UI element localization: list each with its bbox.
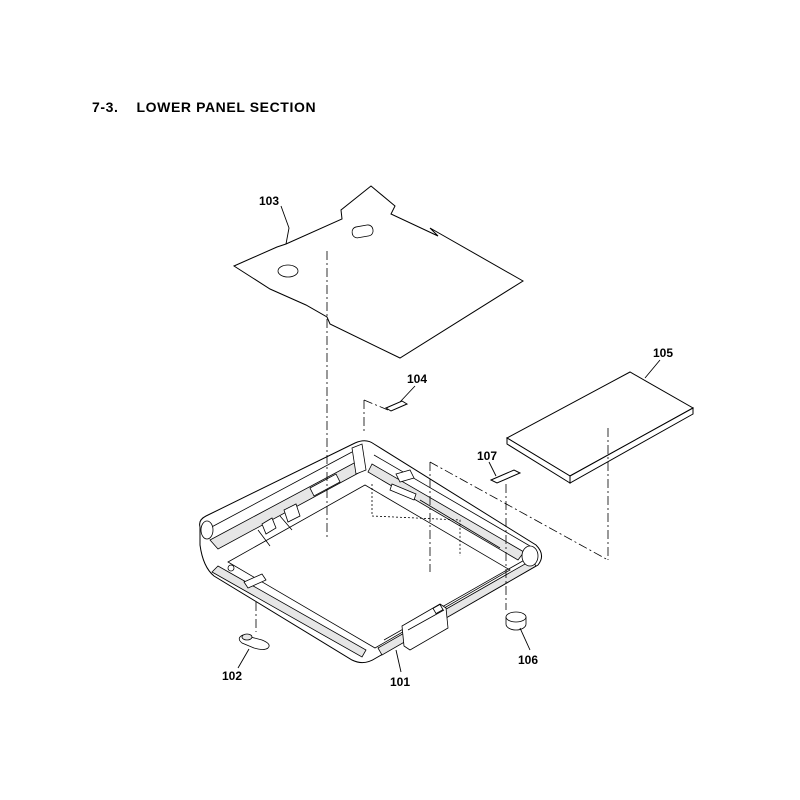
assembly-lines — [255, 251, 609, 632]
label-107: 107 — [477, 449, 497, 463]
section-number: 7-3. — [91, 99, 119, 115]
leader-lines — [237, 205, 661, 673]
label-106: 106 — [518, 653, 538, 667]
part-102-button — [238, 633, 270, 650]
label-103: 103 — [259, 194, 279, 208]
section-name: LOWER PANEL SECTION — [136, 99, 317, 115]
part-107-pad — [489, 469, 522, 484]
section-title: 7-3. LOWER PANEL SECTION — [83, 83, 316, 115]
part-labels: 103 104 105 107 106 101 102 — [222, 194, 673, 689]
label-104: 104 — [407, 372, 427, 386]
label-101: 101 — [390, 675, 410, 689]
part-105-plate — [505, 371, 695, 484]
part-104-pad — [384, 400, 409, 412]
part-103-sheet — [232, 185, 524, 359]
part-101-lower-panel — [199, 440, 542, 664]
label-105: 105 — [653, 346, 673, 360]
label-102: 102 — [222, 669, 242, 683]
part-106-foot — [505, 611, 527, 631]
